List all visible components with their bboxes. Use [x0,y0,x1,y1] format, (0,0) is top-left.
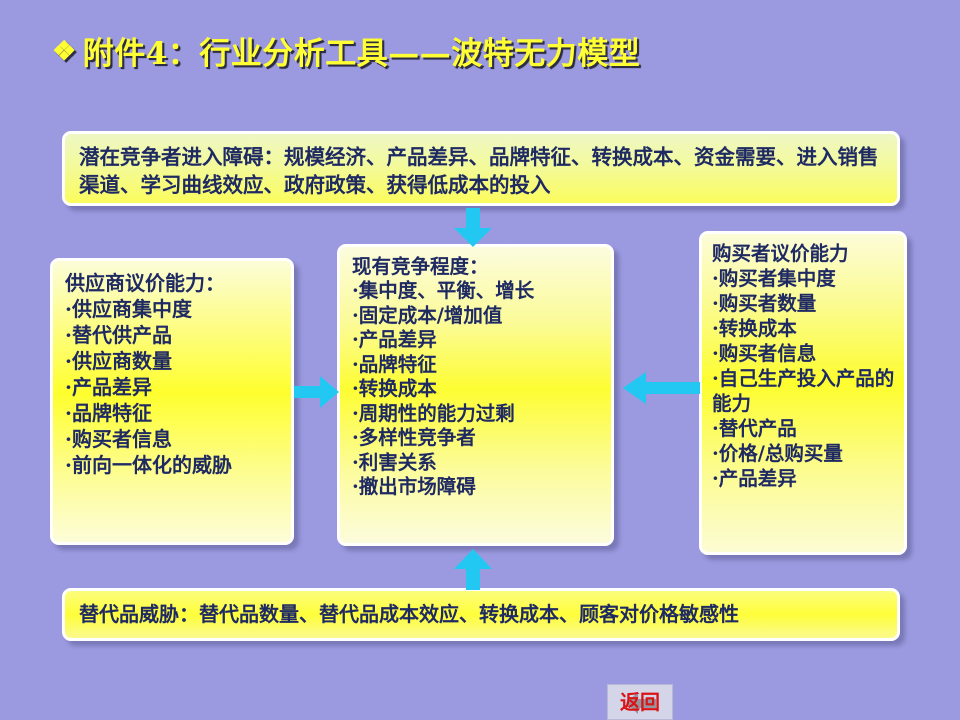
box-rivalry-heading: 现有竞争程度： [352,255,489,278]
arrow-down-icon [454,208,492,247]
box-supplier-heading: 供应商议价能力： [65,271,225,295]
list-item: ·多样性竞争者 [352,426,476,450]
list-item: ·转换成本 [712,316,797,340]
box-substitutes-content: 替代品威胁：替代品数量、替代品成本效应、转换成本、顾客对价格敏感性 [65,591,897,638]
list-item: ·自己生产投入产品的能力 [712,366,895,415]
list-item: ·品牌特征 [352,352,437,376]
list-item: ·转换成本 [352,377,437,401]
arrow-left-icon [623,372,700,404]
box-rivalry-content: 现有竞争程度： ·集中度、平衡、增长 ·固定成本/增加值 ·产品差异 ·品牌特征… [340,247,611,543]
list-item: ·固定成本/增加值 [352,303,503,327]
box-supplier-content: 供应商议价能力： ·供应商集中度 ·替代供产品 ·供应商数量 ·产品差异 ·品牌… [53,261,291,542]
list-item: ·撤出市场障碍 [352,475,476,499]
box-competitive-rivalry: 现有竞争程度： ·集中度、平衡、增长 ·固定成本/增加值 ·产品差异 ·品牌特征… [337,244,614,546]
box-threat-of-substitutes: 替代品威胁：替代品数量、替代品成本效应、转换成本、顾客对价格敏感性 [62,588,900,641]
box-buyer-content: 购买者议价能力 ·购买者集中度 ·购买者数量 ·转换成本 ·购买者信息 ·自己生… [702,234,904,552]
box-substitutes-text: 替代品威胁：替代品数量、替代品成本效应、转换成本、顾客对价格敏感性 [79,602,739,626]
list-item: ·产品差异 [65,375,152,399]
box-potential-entrants: 潜在竞争者进入障碍：规模经济、产品差异、品牌特征、转换成本、资金需要、进入销售渠… [62,131,900,206]
list-item: ·替代供产品 [65,323,172,347]
list-item: ·周期性的能力过剩 [352,401,515,425]
box-buyer-bargaining-power: 购买者议价能力 ·购买者集中度 ·购买者数量 ·转换成本 ·购买者信息 ·自己生… [699,231,907,555]
list-item: ·产品差异 [352,328,437,352]
box-buyer-heading: 购买者议价能力 [712,242,849,265]
list-item: ·供应商数量 [65,349,172,373]
list-item: ·利害关系 [352,450,437,474]
back-arrow-icon [626,692,656,714]
list-item: ·产品差异 [712,466,797,490]
list-item: ·价格/总购买量 [712,441,843,465]
list-item: ·品牌特征 [65,401,152,425]
return-button[interactable]: 返回 [607,684,673,720]
title-bullet-icon: ❖ [52,35,77,67]
title-text: 附件4：行业分析工具——波特无力模型 [82,35,641,72]
box-potential-entrants-content: 潜在竞争者进入障碍：规模经济、产品差异、品牌特征、转换成本、资金需要、进入销售渠… [65,134,897,203]
list-item: ·购买者信息 [712,341,817,365]
list-item: ·替代产品 [712,416,797,440]
list-item: ·供应商集中度 [65,297,192,321]
list-item: ·购买者信息 [65,427,172,451]
list-item: ·购买者数量 [712,291,817,315]
list-item: ·集中度、平衡、增长 [352,279,535,303]
return-button-label: 返回 [620,690,660,714]
box-supplier-bargaining-power: 供应商议价能力： ·供应商集中度 ·替代供产品 ·供应商数量 ·产品差异 ·品牌… [50,258,294,545]
list-item: ·前向一体化的威胁 [65,453,232,477]
list-item: ·购买者集中度 [712,266,836,290]
page-title: ❖ 附件4：行业分析工具——波特无力模型 [52,26,912,74]
arrow-up-icon [454,549,492,590]
box-potential-entrants-text: 潜在竞争者进入障碍：规模经济、产品差异、品牌特征、转换成本、资金需要、进入销售渠… [79,145,879,198]
arrow-right-icon [294,376,339,408]
